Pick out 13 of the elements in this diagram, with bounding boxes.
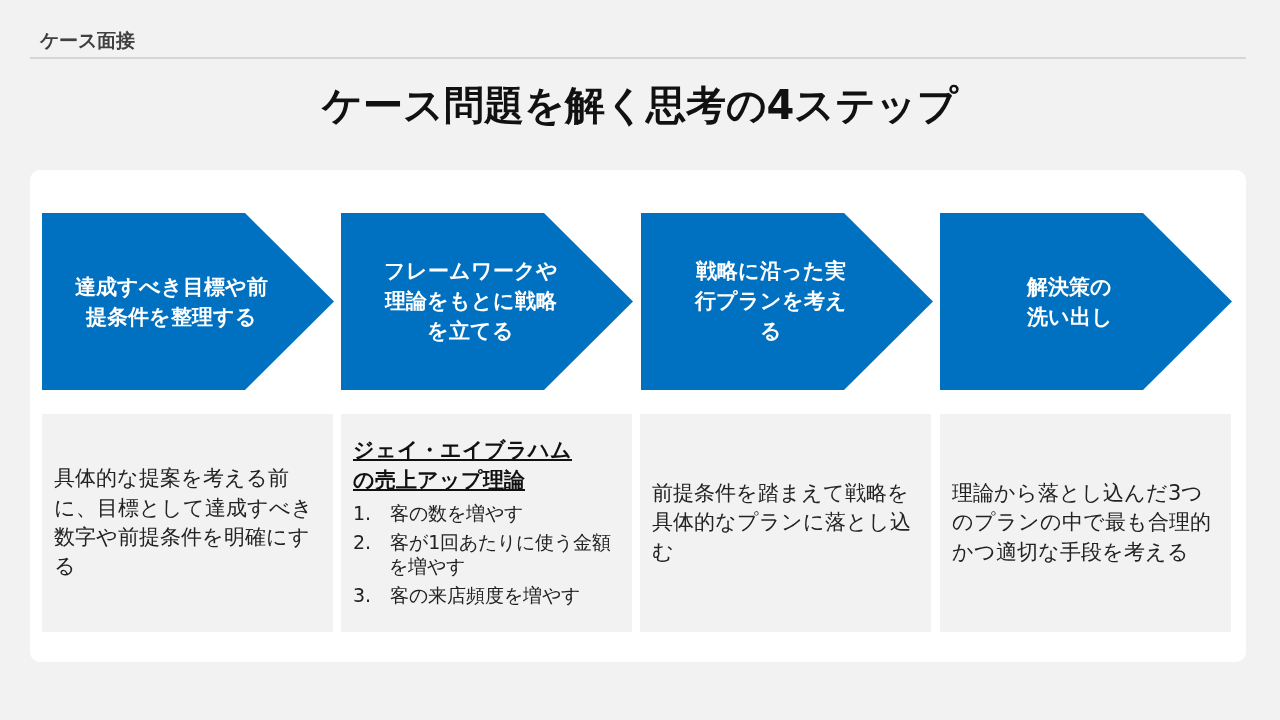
theory-heading: ジェイ・エイブラハムの売上アップ理論 xyxy=(353,437,573,494)
step-title: 解決策の洗い出し xyxy=(1025,273,1114,331)
description-text: 前提条件を踏まえて戦略を具体的なプランに落とし込む xyxy=(652,479,912,566)
slide-title: ケース問題を解く思考の4ステップ xyxy=(320,81,960,130)
description-text: 理論から落とし込んだ3つのプランの中で最も合理的かつ適切な手段を考える xyxy=(952,479,1212,566)
step-title: 達成すべき目標や前提条件を整理する xyxy=(75,273,269,331)
section-label: ケース面接 xyxy=(40,28,135,53)
list-item: 2. 客が1回あたりに使う金額を増やす xyxy=(353,529,613,580)
list-item: 1. 客の数を増やす xyxy=(353,501,524,526)
step-title: フレームワークや理論をもとに戦略を立てる xyxy=(383,257,559,346)
description-text: 具体的な提案を考える前に、目標として達成すべき数字や前提条件を明確にする xyxy=(54,465,314,581)
list-item: 3. 客の来店頻度を増やす xyxy=(353,583,581,608)
step-title: 戦略に沿った実行プランを考える xyxy=(694,257,848,346)
